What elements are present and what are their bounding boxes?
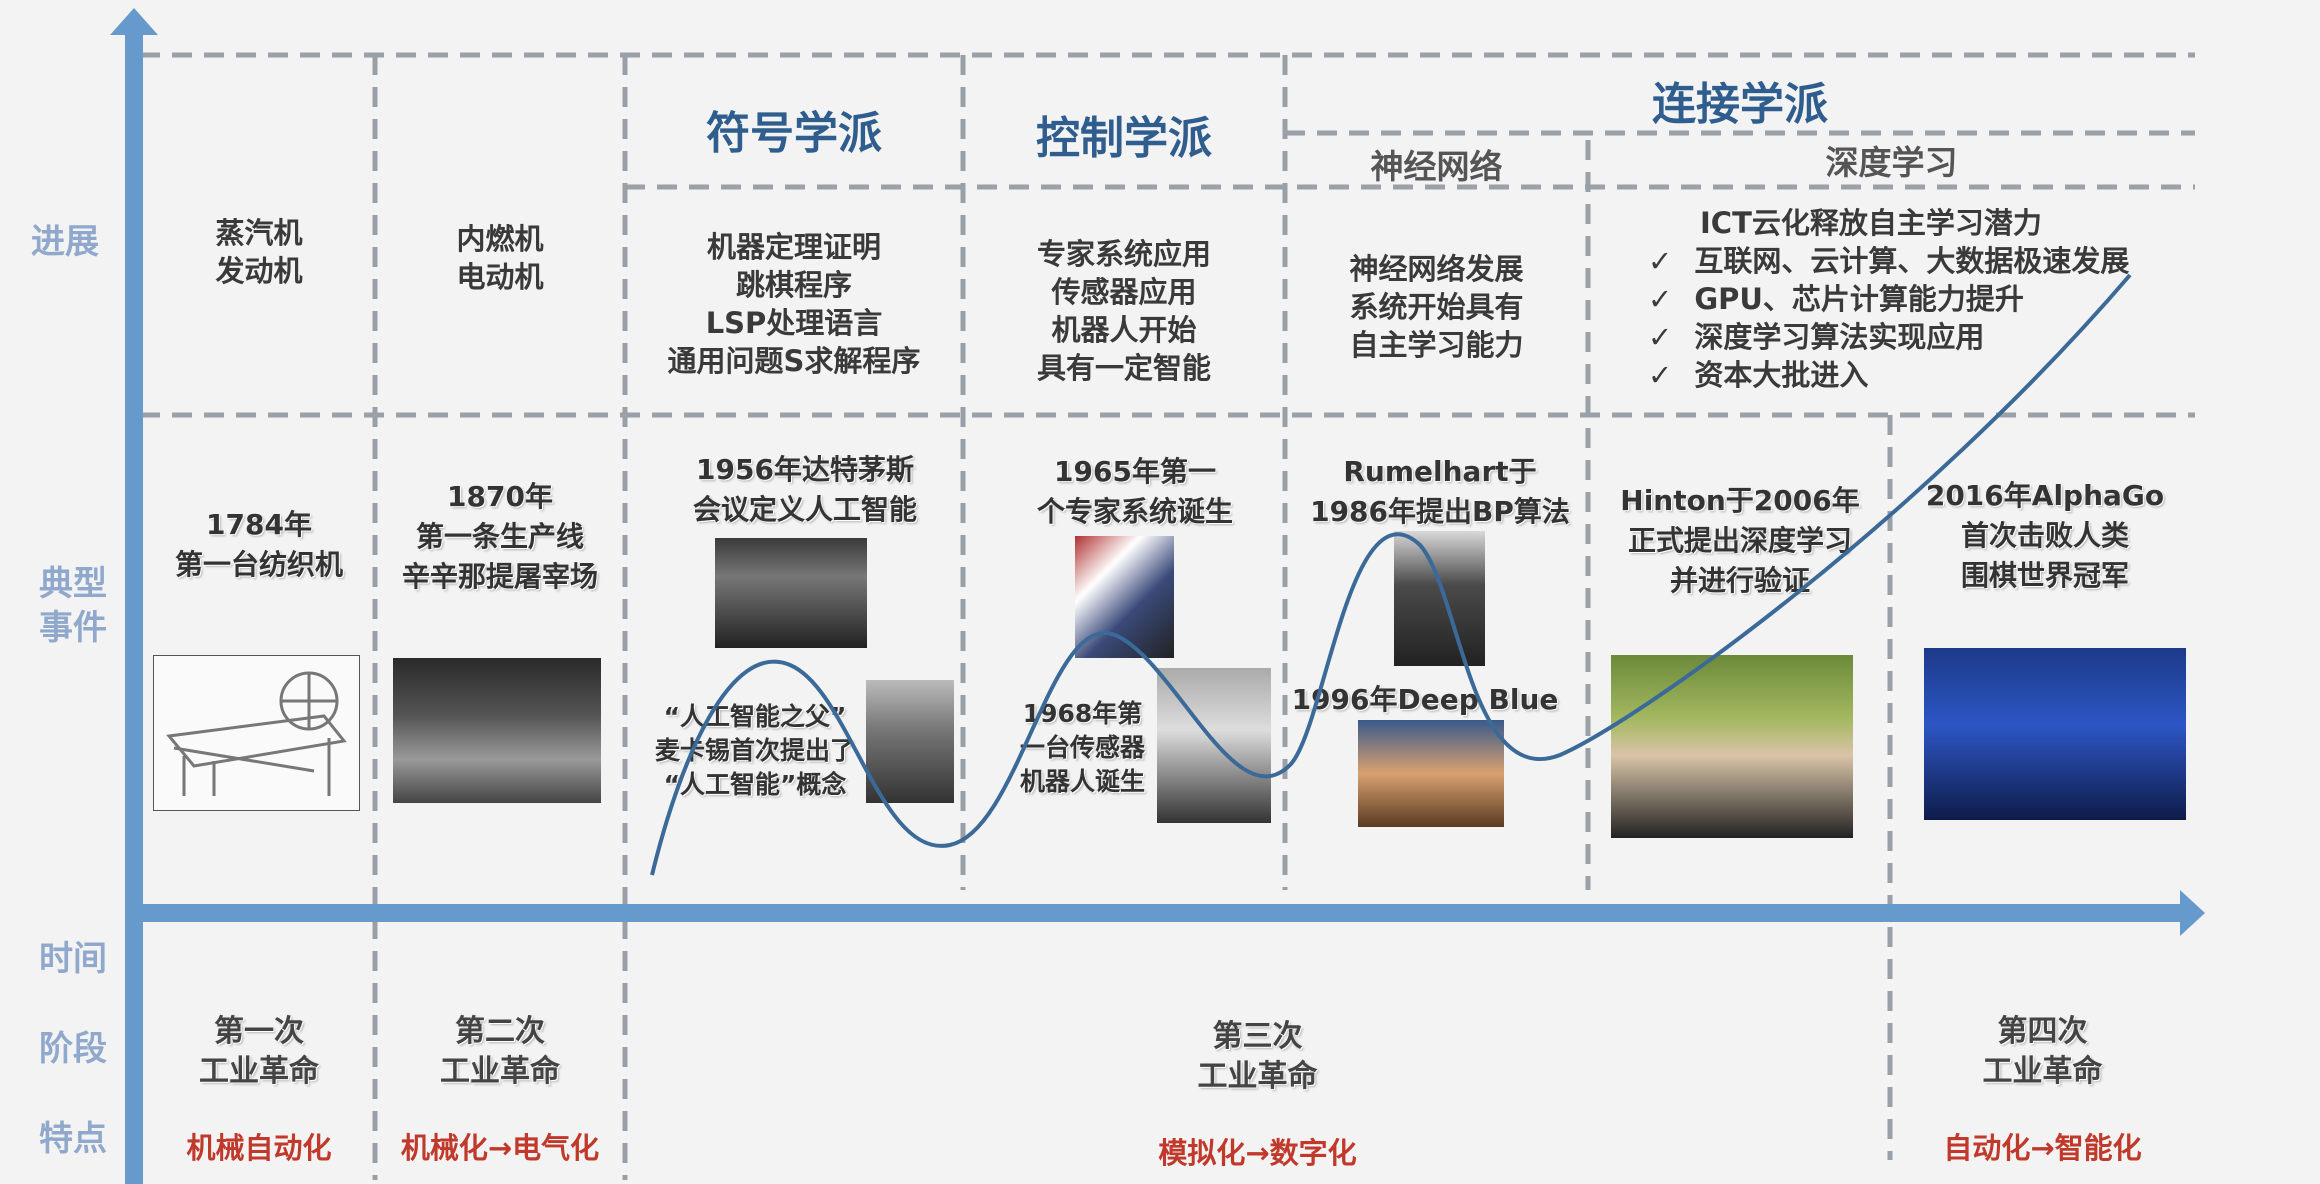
check-icon: ✓	[1648, 358, 1673, 392]
stage-2: 第二次 工业革命	[440, 1014, 560, 1089]
event-1784-loom: 1784年 第一台纺织机	[174, 508, 343, 581]
progress-col-6-item: ✓互联网、云计算、大数据极速发展	[1648, 244, 2130, 278]
school-connection: 连接学派	[1652, 79, 1828, 130]
progress-col-4: 专家系统应用 传感器应用 机器人开始 具有一定智能	[1036, 237, 1211, 385]
feature-3: 模拟化→数字化	[1158, 1136, 1357, 1170]
event-2016-alphago: 2016年AlphaGo 首次击败人类 围棋世界冠军	[1925, 479, 2165, 592]
alphago-photo	[1924, 648, 2186, 820]
stage-4: 第四次 工业革命	[1982, 1014, 2103, 1089]
slaughterhouse-photo	[393, 658, 601, 803]
event-1965-expert-system: 1965年第一 个专家系统诞生	[1036, 455, 1233, 528]
stage-1: 第一次 工业革命	[199, 1014, 319, 1089]
horizontal-axis	[125, 904, 2185, 922]
progress-col-5: 神经网络发展 系统开始具有 自主学习能力	[1349, 252, 1524, 362]
progress-col-6-item: ✓GPU、芯片计算能力提升	[1648, 282, 2024, 316]
axes	[110, 8, 2205, 1184]
row-label-progress: 进展	[31, 222, 99, 262]
feature-2: 机械化→电气化	[400, 1131, 600, 1165]
progress-col-6-title: ICT云化释放自主学习潜力	[1700, 206, 2042, 240]
row-label-time: 时间	[39, 939, 107, 979]
school-symbolic: 符号学派	[706, 108, 882, 159]
vertical-axis	[125, 28, 143, 1184]
event-1986-bp: Rumelhart于 1986年提出BP算法	[1310, 455, 1570, 528]
rumelhart-photo	[1394, 531, 1485, 666]
event-mccarthy: “人工智能之父” 麦卡锡首次提出了 “人工智能”概念	[654, 702, 855, 799]
check-icon: ✓	[1648, 282, 1673, 316]
robot-1968-photo	[1157, 668, 1271, 823]
event-1870-production-line: 1870年 第一条生产线 辛辛那提屠宰场	[401, 480, 598, 593]
expert-system-photo	[1075, 536, 1174, 658]
feature-4: 自动化→智能化	[1943, 1131, 2142, 1165]
progress-col-6-item: ✓资本大批进入	[1648, 358, 1869, 392]
progress-col-1: 蒸汽机 发动机	[215, 216, 303, 288]
hinton-photo	[1611, 655, 1853, 838]
vertical-axis-arrow	[110, 8, 158, 35]
check-icon: ✓	[1648, 320, 1673, 354]
row-label-events: 典型 事件	[39, 564, 107, 648]
subschool-neural: 神经网络	[1370, 147, 1503, 186]
stage-3: 第三次 工业革命	[1197, 1019, 1318, 1094]
event-1956-dartmouth: 1956年达特茅斯 会议定义人工智能	[692, 453, 917, 526]
spinning-jenny-photo	[153, 655, 360, 811]
progress-col-3: 机器定理证明 跳棋程序 LSP处理语言 通用问题S求解程序	[667, 230, 921, 378]
horizontal-axis-arrow	[2180, 890, 2205, 936]
event-2006-hinton: Hinton于2006年 正式提出深度学习 并进行验证	[1620, 484, 1860, 597]
subschool-deep: 深度学习	[1825, 143, 1958, 182]
row-label-stage: 阶段	[39, 1029, 107, 1069]
deep-blue-photo	[1358, 720, 1504, 827]
row-label-feature: 特点	[39, 1119, 107, 1159]
progress-col-2: 内燃机 电动机	[456, 222, 544, 294]
school-control: 控制学派	[1036, 113, 1212, 164]
event-1968-robot: 1968年第 一台传感器 机器人诞生	[1019, 699, 1145, 796]
event-1996-deep-blue: 1996年Deep Blue	[1291, 683, 1559, 716]
progress-col-6-item: ✓深度学习算法实现应用	[1648, 320, 1985, 354]
check-icon: ✓	[1648, 244, 1673, 278]
mccarthy-photo	[866, 680, 954, 803]
feature-1: 机械自动化	[186, 1131, 332, 1165]
dartmouth-photo	[715, 538, 867, 648]
